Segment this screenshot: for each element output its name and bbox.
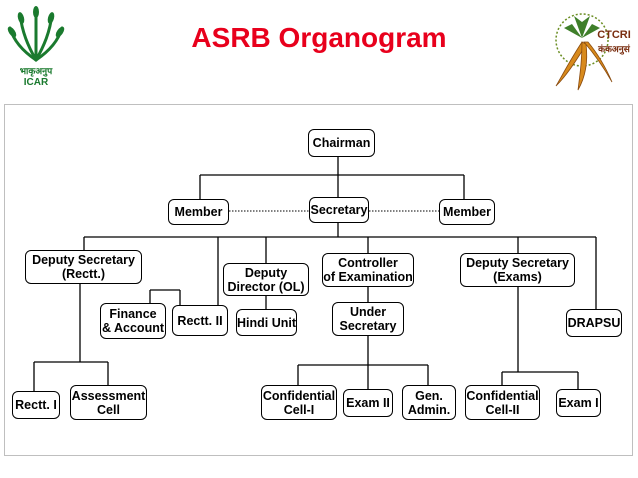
ctcri-logo: CTCRI कंकअनुसं	[552, 2, 636, 92]
box-deputy-secretary-exams: Deputy Secretary (Exams)	[460, 253, 575, 287]
box-member-left: Member	[168, 199, 229, 225]
box-hindi-unit: Hindi Unit	[236, 309, 297, 336]
box-gen-admin: Gen. Admin.	[402, 385, 456, 420]
page-title: ASRB Organogram	[191, 22, 447, 53]
box-member-right: Member	[439, 199, 495, 225]
box-rectt-i: Rectt. I	[12, 391, 60, 419]
box-secretary: Secretary	[309, 197, 369, 223]
icar-logo-hindi: भाकृअनुप	[20, 67, 53, 77]
organogram-frame	[4, 104, 633, 456]
box-exam-ii: Exam II	[343, 389, 393, 417]
box-rectt-ii: Rectt. II	[172, 305, 228, 336]
box-controller-of-examination: Controller of Examination	[322, 253, 414, 287]
box-confidential-cell-i: Confidential Cell-I	[261, 385, 337, 420]
box-drapsu: DRAPSU	[566, 309, 622, 337]
box-deputy-director-ol: Deputy Director (OL)	[223, 263, 309, 296]
box-finance-account: Finance & Account	[100, 303, 166, 339]
box-confidential-cell-ii: Confidential Cell-II	[465, 385, 540, 420]
ctcri-logo-text: CTCRI	[597, 29, 631, 41]
box-deputy-secretary-rectt: Deputy Secretary (Rectt.)	[25, 250, 142, 284]
icar-logo-text: ICAR	[24, 77, 49, 86]
box-under-secretary: Under Secretary	[332, 302, 404, 336]
ctcri-logo-hindi: कंकअनुसं	[597, 44, 631, 55]
box-assessment-cell: Assessment Cell	[70, 385, 147, 420]
icar-logo: भाकृअनुप ICAR	[6, 2, 66, 88]
box-chairman: Chairman	[308, 129, 375, 157]
box-exam-i: Exam I	[556, 389, 601, 417]
